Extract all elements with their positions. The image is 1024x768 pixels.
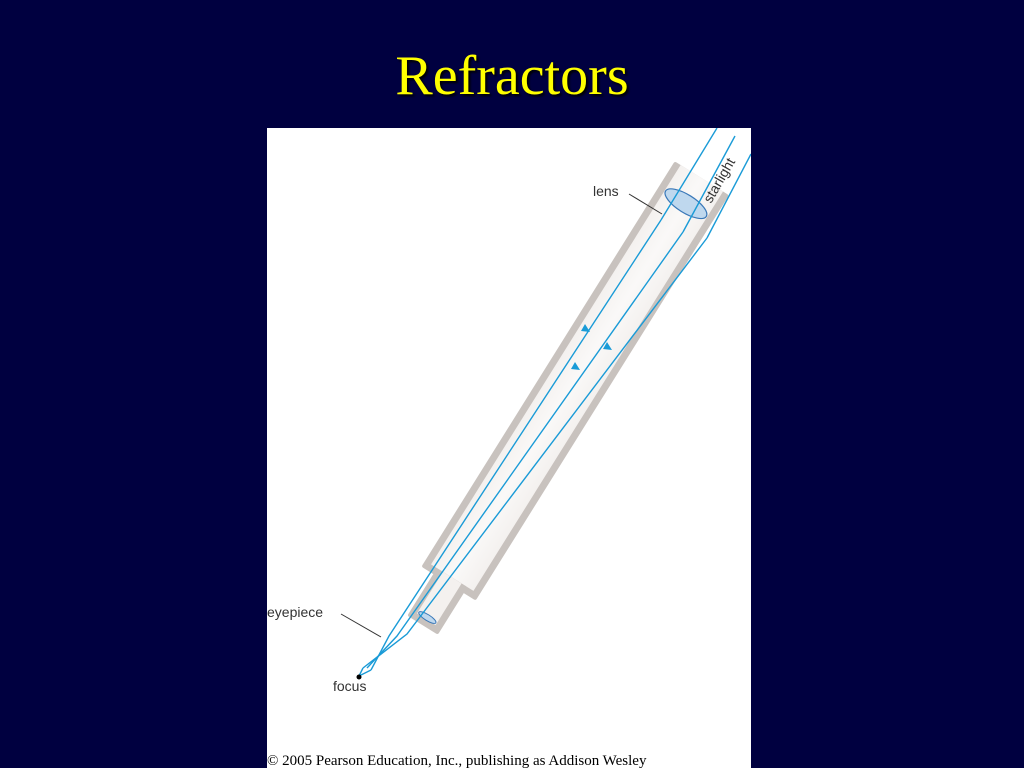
copyright-notice: © 2005 Pearson Education, Inc., publishi…	[267, 753, 647, 768]
refractor-diagram: lens starlight eyepiece focus © 2005 Pea…	[267, 128, 751, 768]
focus-ray-1	[358, 669, 372, 677]
eyepiece-leader-line	[340, 613, 382, 638]
light-rays	[358, 128, 751, 677]
ray-arrow-3	[603, 342, 612, 350]
lens-label: lens	[593, 183, 619, 199]
slide-title: Refractors	[395, 45, 629, 107]
ray-arrow-1	[581, 324, 590, 332]
refracted-ray-1	[370, 219, 662, 671]
refracted-ray-3	[362, 237, 708, 669]
eyepiece-tube-interior	[416, 571, 462, 626]
focus-label: focus	[333, 678, 366, 694]
starlight-ray-left	[660, 128, 718, 221]
eyepiece-label: eyepiece	[267, 604, 323, 620]
refractor-figure: lens starlight eyepiece focus © 2005 Pea…	[267, 128, 751, 768]
ray-arrows	[571, 324, 612, 370]
starlight-ray-far	[706, 153, 751, 239]
ray-arrow-2	[571, 362, 580, 370]
eyepiece-lens	[418, 611, 437, 624]
focus-point	[356, 674, 362, 680]
starlight-ray-right	[682, 135, 736, 233]
lens-leader-line	[628, 193, 663, 215]
